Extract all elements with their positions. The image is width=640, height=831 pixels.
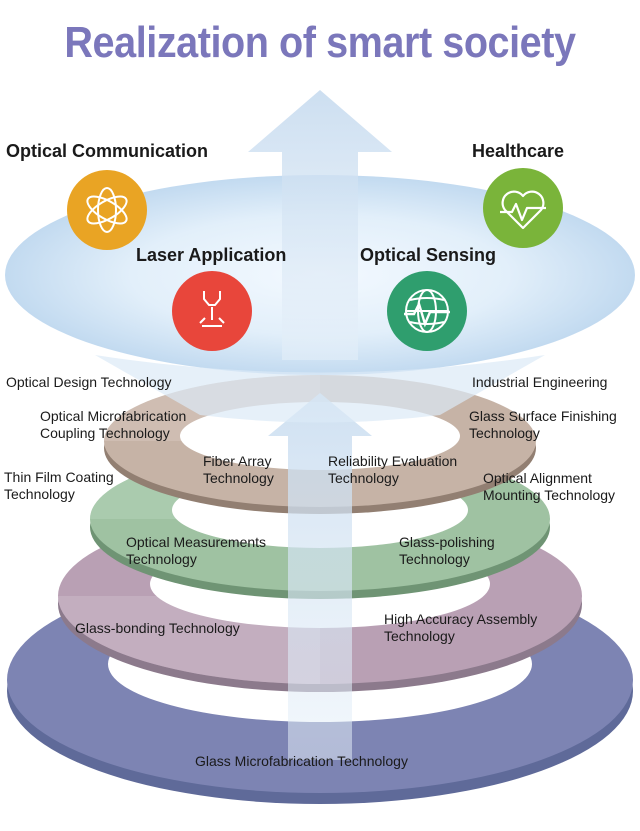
tech-fiber-array: Fiber Array Technology: [203, 453, 274, 486]
lower-arrow: [268, 393, 372, 760]
app-icon-healthcare: [483, 168, 563, 248]
tech-glass-polishing: Glass-polishing Technology: [399, 534, 495, 567]
tech-glass-surface-finishing: Glass Surface Finishing Technology: [469, 408, 617, 441]
app-icon-optical-communication: [67, 170, 147, 250]
label-healthcare: Healthcare: [472, 141, 565, 161]
app-icon-optical-sensing: [387, 271, 467, 351]
tech-high-accuracy-assembly: High Accuracy Assembly Technology: [384, 611, 538, 644]
globe-signal-icon: [404, 289, 450, 333]
tech-thin-film-coating: Thin Film Coating Technology: [4, 469, 114, 502]
label-optical-sensing: Optical Sensing: [360, 245, 497, 265]
tech-glass-microfabrication: Glass Microfabrication Technology: [195, 753, 408, 769]
tech-industrial-engineering: Industrial Engineering: [472, 374, 608, 390]
label-laser-application: Laser Application: [136, 245, 287, 265]
tech-reliability-evaluation: Reliability Evaluation Technology: [328, 453, 458, 486]
page-title: Realization of smart society: [64, 18, 576, 67]
label-optical-communication: Optical Communication: [6, 141, 209, 161]
tech-glass-bonding: Glass-bonding Technology: [75, 620, 240, 636]
tech-optical-microfabrication-coupling: Optical Microfabrication Coupling Techno…: [40, 408, 187, 441]
atom-orbit-icon: [86, 187, 128, 233]
tech-optical-measurements: Optical Measurements Technology: [126, 534, 267, 567]
app-icon-laser-application: [172, 271, 252, 351]
laser-beam-icon: [199, 291, 225, 327]
tech-optical-design: Optical Design Technology: [6, 374, 172, 390]
tech-optical-alignment-mounting: Optical Alignment Mounting Technology: [483, 470, 616, 503]
heart-pulse-icon: [500, 190, 546, 230]
upper-arrow: [248, 90, 392, 360]
